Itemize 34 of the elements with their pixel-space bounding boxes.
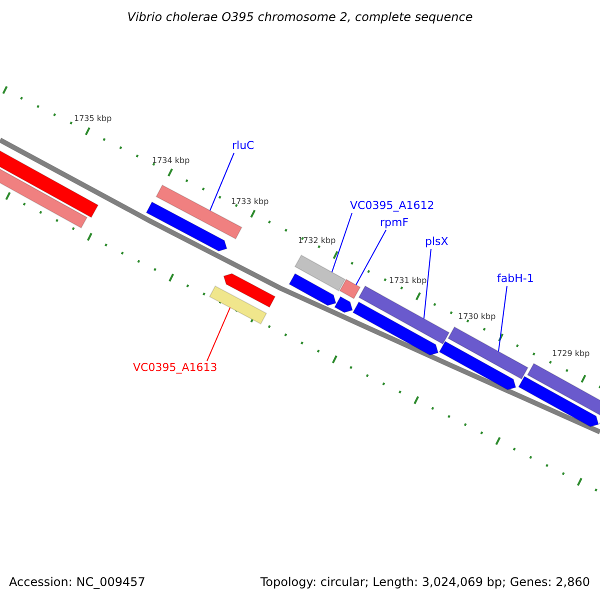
scale-label: 1729 kbp — [552, 348, 590, 359]
gene-bar — [447, 326, 529, 380]
scale-label: 1734 kbp — [152, 155, 190, 166]
leader-line — [423, 248, 432, 320]
scale-label: 1730 kbp — [458, 311, 496, 322]
scale-label: 1732 kbp — [298, 235, 336, 246]
map-title: Vibrio cholerae O395 chromosome 2, complete sequence — [126, 11, 474, 24]
gene-block — [438, 340, 516, 390]
scale-label: 1731 kbp — [389, 275, 427, 286]
gene-label: plsX — [425, 235, 448, 248]
scale-label: 1735 kbp — [74, 113, 112, 124]
summary-text: Topology: circular; Length: 3,024,069 bp; Genes: 2,860 — [260, 575, 590, 590]
gene-bar — [208, 285, 268, 325]
gene-block — [146, 201, 228, 252]
scale-label: 1733 kbp — [231, 196, 269, 207]
gene-block — [334, 296, 354, 313]
gene-block — [518, 376, 600, 428]
gene-bar — [358, 285, 450, 345]
gene-label: fabH-1 — [497, 272, 534, 285]
gene-label: VC0395_A1613 — [133, 361, 218, 374]
accession-text: Accession: NC_009457 — [9, 575, 146, 590]
gene-block — [352, 301, 439, 356]
gene-label: rpmF — [380, 216, 409, 229]
leader-line — [356, 230, 386, 286]
leader-line — [206, 307, 231, 362]
gene-label: VC0395_A1612 — [350, 199, 434, 212]
gene-block — [288, 272, 336, 306]
gene-label: rluC — [232, 139, 254, 152]
leader-line — [210, 152, 234, 211]
gene-bar — [339, 278, 361, 300]
gene-block — [223, 273, 276, 308]
leader-line — [498, 286, 508, 352]
leader-line — [331, 212, 352, 273]
gene-bar — [294, 254, 346, 292]
